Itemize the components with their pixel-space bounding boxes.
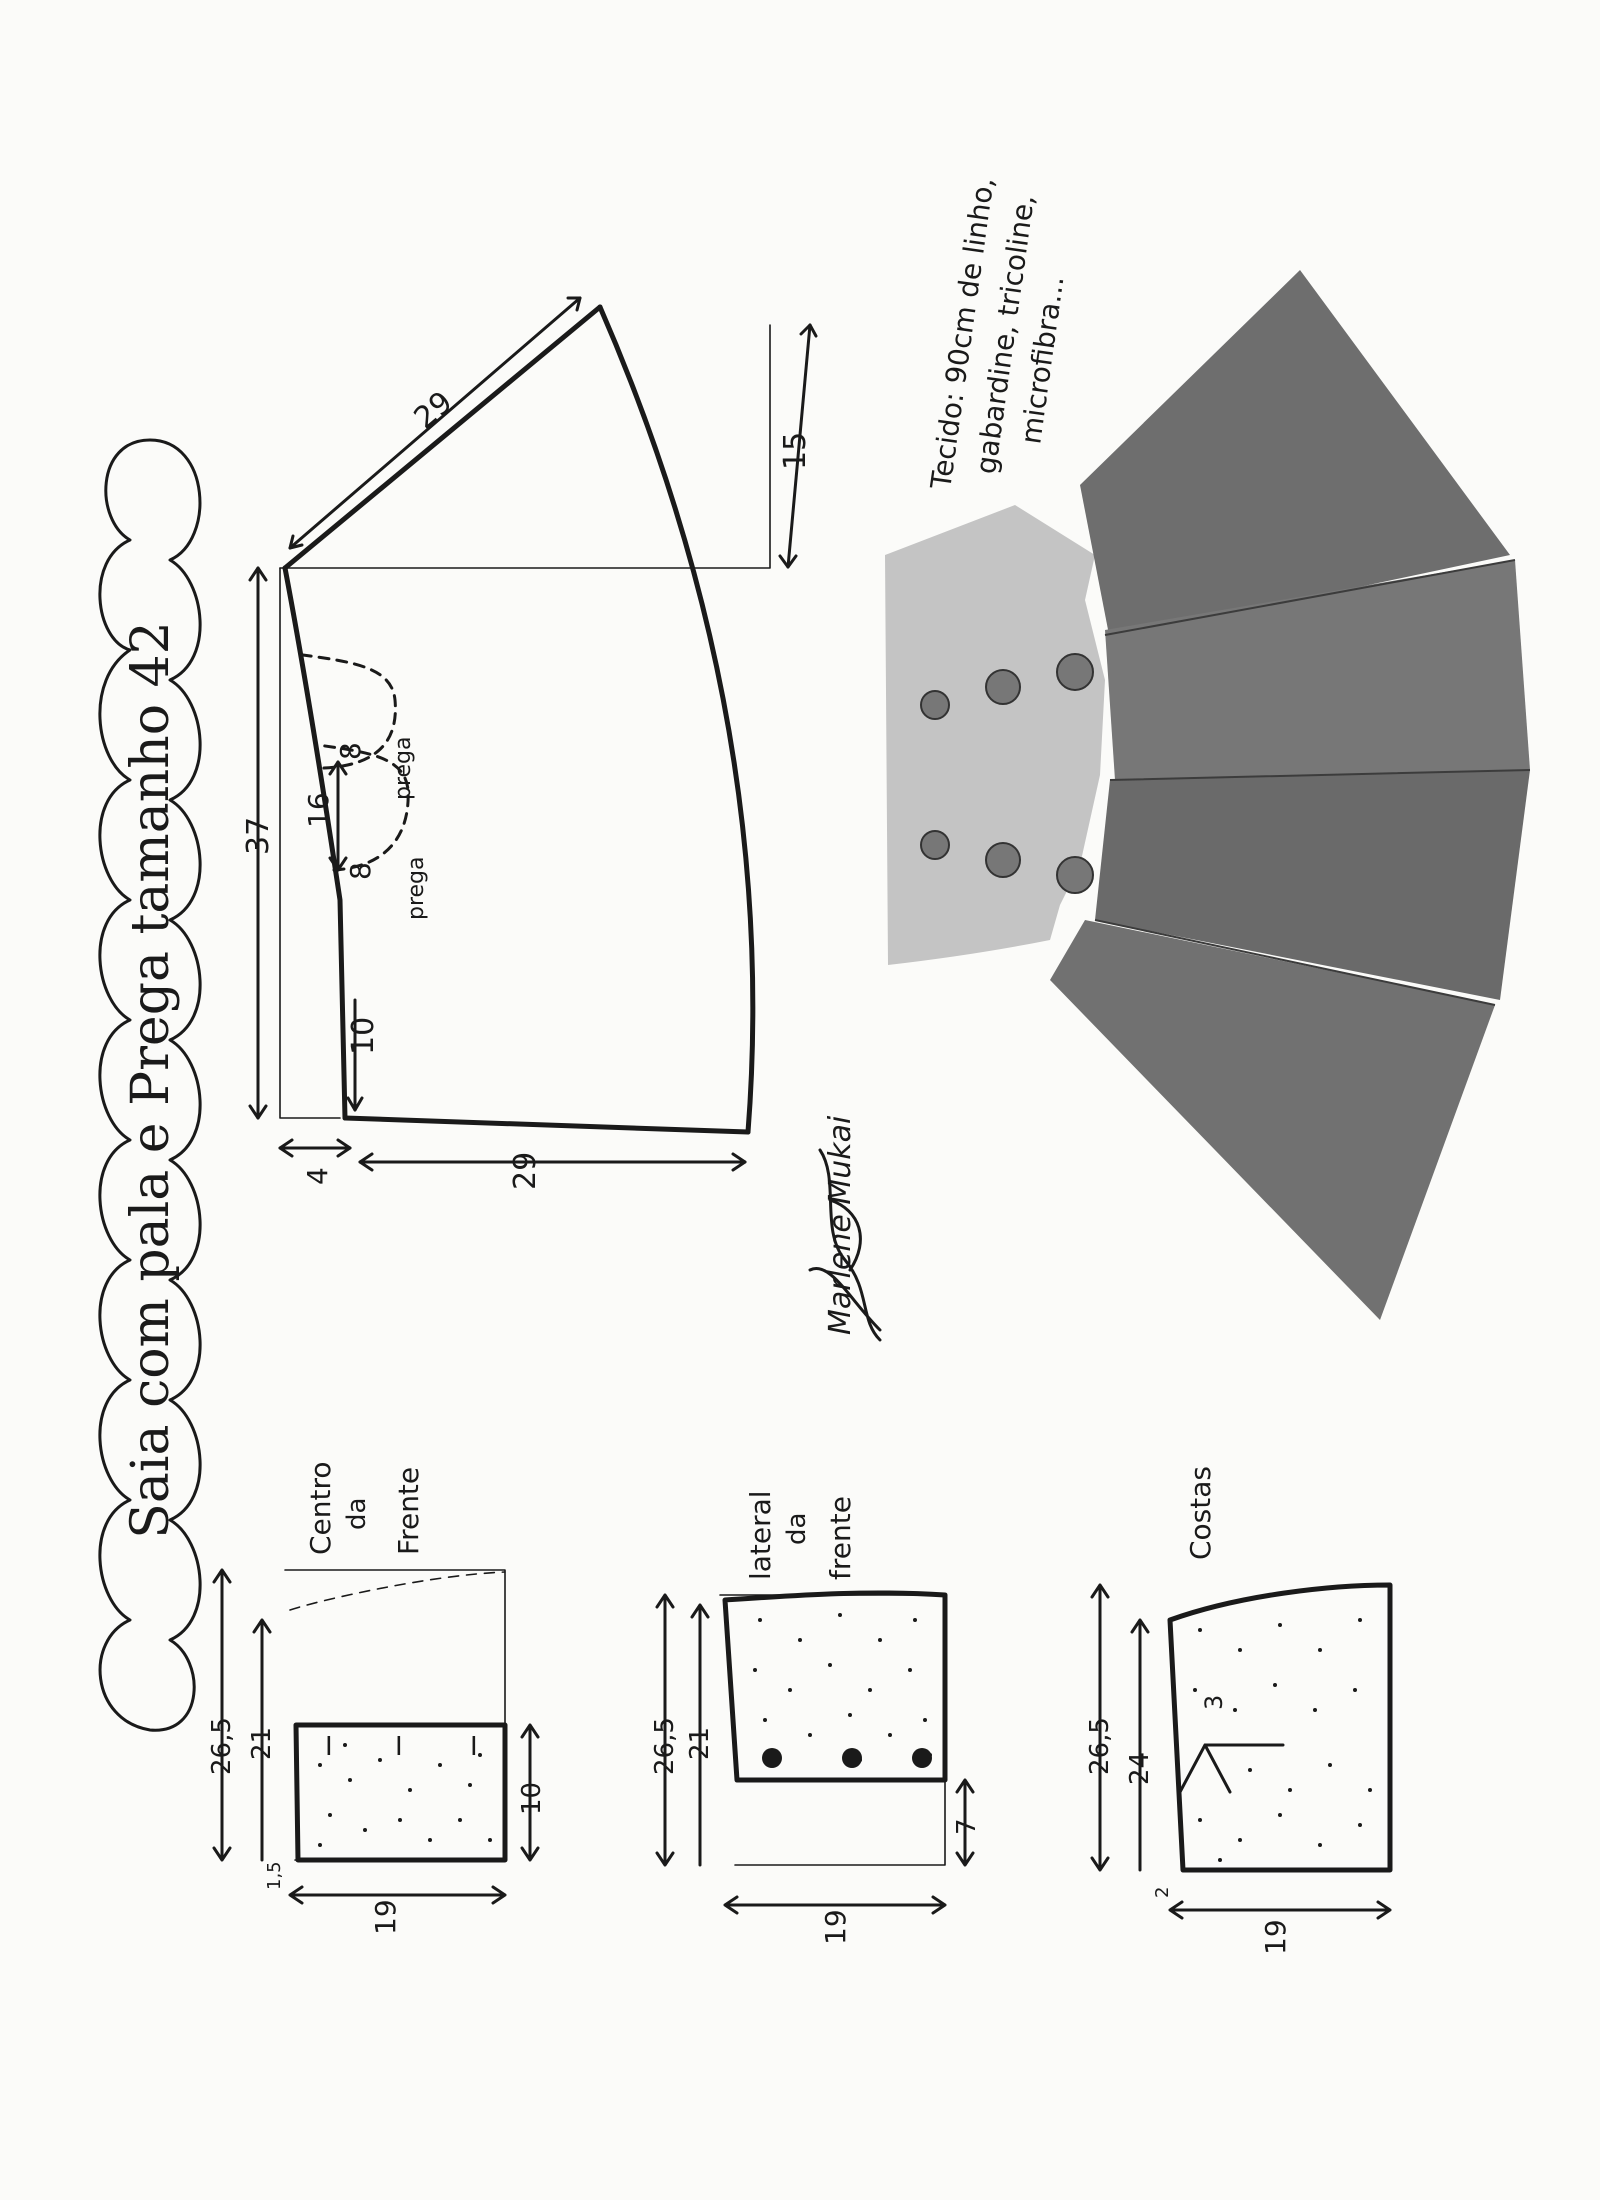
fabric-note: Tecido: 90cm de linho, gabardine, tricol… (924, 175, 1070, 492)
piece-2-buttons (762, 1748, 932, 1768)
piece-3-dots (1193, 1618, 1372, 1862)
piece-2-dim-inner: 21 (685, 1727, 715, 1760)
piece-3-dim-inner: 24 (1125, 1752, 1155, 1785)
pleat-label-a: prega (391, 736, 416, 800)
piece-1-name-line-1: Centro (304, 1461, 337, 1555)
piece-1-dots (318, 1743, 492, 1847)
skirt-pattern: 29 15 37 16 8 8 prega prega 10 4 29 (241, 296, 818, 1190)
signature-text: Marlene Mukai (823, 1115, 858, 1335)
skirt-photo (885, 270, 1531, 1320)
svg-text:I: I (325, 1732, 333, 1762)
piece-3-dim-bottom: 2 (1152, 1887, 1173, 1898)
page-title: Saia com pala e Prega tamanho 42 (121, 621, 181, 1538)
piece-2-name-line-3: frente (824, 1496, 857, 1580)
dim-37: 37 (241, 817, 276, 855)
piece-side-front: lateral da frente 26,5 21 7 19 (650, 1490, 982, 1945)
dim-15: 15 (778, 432, 813, 470)
piece-1-dim-total: 26,5 (207, 1717, 237, 1775)
piece-3-name-line-1: Costas (1184, 1466, 1217, 1560)
piece-1-name-line-3: Frente (392, 1467, 425, 1555)
piece-2-dim-side: 7 (952, 1818, 982, 1835)
piece-2-dim-total: 26,5 (650, 1717, 680, 1775)
piece-3-dim-width: 19 (1259, 1919, 1292, 1955)
pleat-label-b: prega (404, 856, 429, 920)
piece-2-dots (753, 1613, 932, 1762)
dim-4: 4 (301, 1167, 334, 1185)
svg-text:I: I (470, 1732, 478, 1762)
svg-text:I: I (395, 1732, 403, 1762)
piece-1-name-line-2: da (342, 1498, 372, 1530)
dim-10: 10 (346, 1017, 381, 1055)
piece-1-dim-width: 19 (369, 1899, 402, 1935)
piece-2-name-line-1: lateral (744, 1490, 777, 1580)
dim-8-a: 8 (334, 742, 367, 760)
piece-center-front: Centro da Frente I I I 26,5 21 10 1,5 19 (207, 1461, 547, 1935)
dim-8-b: 8 (344, 862, 377, 880)
signature: Marlene Mukai (808, 1115, 882, 1342)
piece-1-dim-inner: 21 (247, 1727, 277, 1760)
piece-back: Costas 26,5 24 3 2 19 (1085, 1466, 1393, 1955)
piece-1-dim-bottom: 1,5 (264, 1861, 285, 1890)
dim-16: 16 (302, 792, 335, 828)
dim-29-bottom: 29 (508, 1152, 543, 1190)
piece-2-dim-width: 19 (819, 1909, 852, 1945)
piece-1-dim-side: 10 (517, 1782, 547, 1815)
piece-2-name-line-2: da (782, 1513, 812, 1545)
button-dots (920, 653, 1094, 894)
piece-3-dart-label: 3 (1200, 1695, 1228, 1710)
piece-3-dim-total: 26,5 (1085, 1717, 1115, 1775)
title-cloud: Saia com pala e Prega tamanho 42 (98, 438, 202, 1732)
